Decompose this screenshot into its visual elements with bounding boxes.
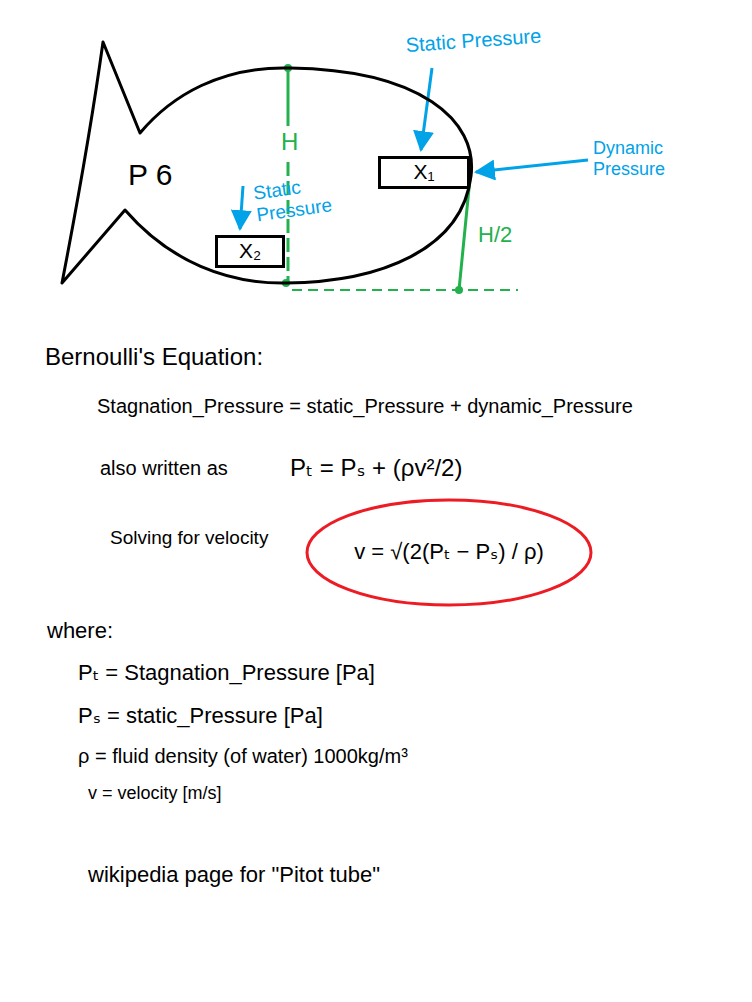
sensor-box: X₂ — [215, 235, 285, 268]
equation-text: Pₜ = Pₛ + (ρv²/2) — [290, 454, 462, 482]
box-label: X₂ — [239, 239, 261, 263]
fish-outline: P 6 X₁ X₂ — [55, 35, 485, 295]
callout-label: Dynamic Pressure — [593, 138, 685, 179]
height-line — [287, 68, 290, 126]
note-text: Solving for velocity — [110, 527, 268, 549]
definition-text: v = velocity [m/s] — [88, 783, 222, 804]
definition-text: Pₜ = Stagnation_Pressure [Pa] — [78, 660, 375, 685]
highlight-ellipse: v = √(2(Pₜ − Pₛ) / ρ) — [304, 497, 594, 608]
dimension-label: H/2 — [478, 222, 512, 247]
leader-arrow — [421, 68, 432, 150]
leader-arrow — [240, 186, 243, 229]
heading-text: Bernoulli's Equation: — [45, 343, 263, 371]
dimension-label: H — [279, 128, 300, 156]
definition-text: Pₛ = static_Pressure [Pa] — [78, 703, 323, 728]
sensor-box: X₁ — [378, 156, 470, 189]
fish-body — [62, 42, 472, 283]
note-text: where: — [47, 618, 113, 643]
formula-text: v = √(2(Pₜ − Pₛ) / ρ) — [354, 539, 544, 564]
box-label: X₁ — [413, 160, 434, 184]
callout-label: Static Pressure — [405, 25, 542, 57]
note-text: also written as — [100, 457, 228, 480]
baseline-dashed — [292, 289, 518, 291]
equation-text: Stagnation_Pressure = static_Pressure + … — [97, 395, 633, 418]
ellipse-stroke — [307, 500, 591, 605]
reference-text: wikipedia page for "Pitot tube" — [88, 862, 380, 887]
definition-text: ρ = fluid density (of water) 1000kg/m³ — [78, 745, 408, 768]
callout-label: Static Pressure — [252, 169, 357, 226]
fish-mark: P 6 — [128, 158, 173, 193]
leader-arrow — [476, 160, 588, 172]
